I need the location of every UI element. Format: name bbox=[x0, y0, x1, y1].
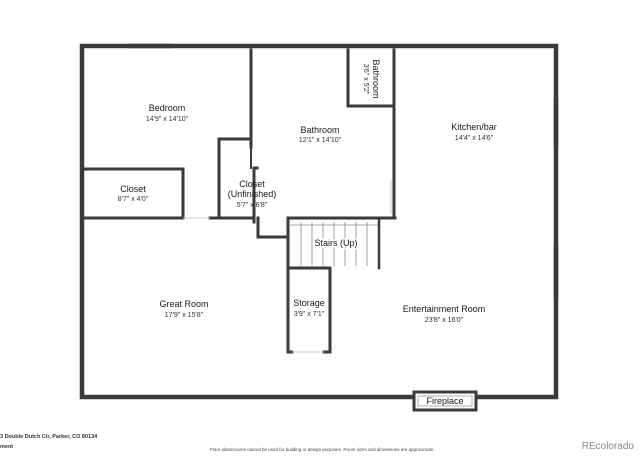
closet-unfinished-label-1: Closet bbox=[239, 179, 265, 189]
closet-dim: 8'7" x 4'0" bbox=[118, 196, 149, 203]
storage-dim: 3'9" x 7'1" bbox=[294, 311, 325, 318]
stairs-treads bbox=[290, 222, 378, 266]
kitchen-label: Kitchen/bar bbox=[451, 122, 497, 132]
outer-wall bbox=[79, 43, 559, 400]
footer-level: ment bbox=[0, 444, 14, 450]
bathroom-small-label: Bathroom bbox=[371, 59, 381, 98]
bathroom-main-label: Bathroom bbox=[300, 125, 339, 135]
entertainment-room-label: Entertainment Room bbox=[403, 304, 486, 314]
kitchen-dim: 14'4" x 14'6" bbox=[455, 135, 494, 142]
footer-address: 3 Double Dutch Cir, Parker, CO 80134 bbox=[0, 434, 98, 440]
stairs-label: Stairs (Up) bbox=[314, 238, 357, 248]
footer-disclaimer: Floor plans/rooms cannot be used for bui… bbox=[210, 447, 435, 452]
great-room-dim: 17'9" x 15'8" bbox=[165, 312, 204, 319]
door-openings bbox=[183, 180, 392, 353]
walls bbox=[79, 43, 559, 400]
brand-logo[interactable]: REcolorado bbox=[581, 441, 634, 452]
closet-label: Closet bbox=[120, 184, 146, 194]
closet-unfinished-label-2: (Unfinished) bbox=[228, 189, 277, 199]
closet-unfinished-dim: 5'7" x 6'8" bbox=[237, 202, 268, 209]
entertainment-room-dim: 23'8" x 16'0" bbox=[425, 317, 464, 324]
bathroom-small-rotated: Bathroom 3'6" x 5'2" bbox=[362, 59, 381, 98]
bedroom-label: Bedroom bbox=[149, 103, 186, 113]
fireplace-label: Fireplace bbox=[426, 396, 463, 406]
windows bbox=[127, 43, 559, 301]
fireplace: Fireplace bbox=[412, 390, 478, 412]
bathroom-main-dim: 12'1" x 14'10" bbox=[299, 137, 342, 144]
footer-address-block: 3 Double Dutch Cir, Parker, CO 80134 men… bbox=[0, 432, 97, 452]
bathroom-small-dim: 3'6" x 5'2" bbox=[362, 64, 369, 95]
bedroom-dim: 14'9" x 14'10" bbox=[146, 116, 189, 123]
storage-label: Storage bbox=[293, 298, 325, 308]
great-room-label: Great Room bbox=[159, 299, 208, 309]
